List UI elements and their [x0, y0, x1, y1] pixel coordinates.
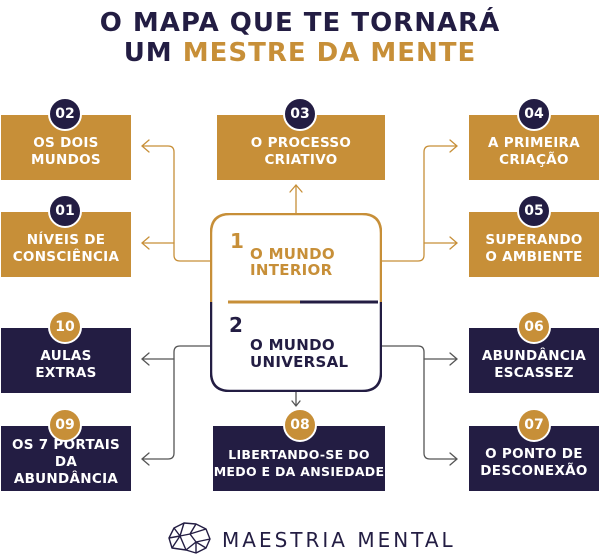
module-09-line2: DA ABUNDÂNCIA: [13, 454, 119, 487]
arrowhead-01: [141, 236, 150, 250]
module-04-line2: CRIAÇÃO: [499, 151, 569, 168]
arrowhead-03: [289, 184, 303, 193]
arrowhead-07: [449, 452, 458, 466]
page-title-line2: UM MESTRE DA MENTE: [0, 38, 600, 68]
module-08-line2: MEDO E DA ANSIEDADE: [213, 463, 385, 479]
module-09-line1: OS 7 PORTAIS: [11, 437, 121, 453]
module-09-badge: 09: [48, 408, 82, 442]
arrowhead-06: [449, 352, 458, 366]
module-03-line2: CRIATIVO: [264, 151, 338, 168]
center-top-line2: INTERIOR: [250, 261, 333, 279]
module-04-badge: 04: [517, 97, 551, 131]
module-01-badge: 01: [48, 194, 82, 228]
module-06-badge: 06: [517, 310, 551, 344]
arrowhead-05: [449, 236, 458, 250]
module-07-line2: DESCONEXÃO: [480, 462, 588, 479]
connector-to-10: [141, 345, 211, 460]
module-01-line2: CONSCIÊNCIA: [12, 248, 120, 265]
module-03-badge: 03: [283, 97, 317, 131]
page-title-line1: O MAPA QUE TE TORNARÁ: [99, 8, 501, 38]
brand-name: MAESTRIA MENTAL: [222, 528, 456, 552]
module-02-line2: MUNDOS: [31, 151, 101, 168]
module-08-badge: 08: [283, 408, 317, 442]
module-06-line2: ESCASSEZ: [494, 364, 574, 381]
module-08-line1: LIBERTANDO-SE DO: [228, 446, 370, 462]
arrowhead-04: [449, 139, 458, 153]
center-bottom-line2: UNIVERSAL: [250, 353, 349, 371]
module-02-line1: OS DOIS: [33, 134, 99, 151]
module-06-line1: ABUNDÂNCIA: [481, 347, 587, 364]
module-05-line2: O AMBIENTE: [485, 248, 583, 265]
center-bottom-number: 2: [229, 313, 243, 337]
module-03-line1: O PROCESSO: [250, 134, 352, 151]
title-highlight: MESTRE DA MENTE: [182, 38, 477, 68]
title-prefix: UM: [123, 38, 183, 68]
module-01-line1: NÍVEIS DE: [26, 231, 106, 248]
module-02-badge: 02: [48, 97, 82, 131]
module-10-badge: 10: [48, 310, 82, 344]
module-04-line1: A PRIMEIRA: [488, 134, 580, 151]
center-bottom-line1: O MUNDO: [250, 336, 335, 354]
brain-icon: [168, 522, 211, 554]
arrowhead-08: [291, 400, 301, 407]
arrowhead-10: [141, 352, 150, 366]
module-07-badge: 07: [517, 408, 551, 442]
center-card: 1 O MUNDO INTERIOR 2 O MUNDO UNIVERSAL: [210, 213, 382, 392]
connector-to-06: [381, 345, 458, 460]
arrowhead-09: [141, 452, 150, 466]
module-10-line1: AULAS: [40, 347, 92, 364]
center-top-line1: O MUNDO: [250, 245, 335, 263]
connector-to-04: [381, 145, 458, 262]
module-05-line1: SUPERANDO: [485, 231, 583, 248]
arrowhead-02: [141, 139, 150, 153]
connector-to-02: [141, 145, 211, 262]
module-05-badge: 05: [517, 194, 551, 228]
module-07-line1: O PONTO DE: [485, 445, 583, 462]
module-10-line2: EXTRAS: [35, 364, 97, 381]
center-top-number: 1: [230, 229, 244, 253]
